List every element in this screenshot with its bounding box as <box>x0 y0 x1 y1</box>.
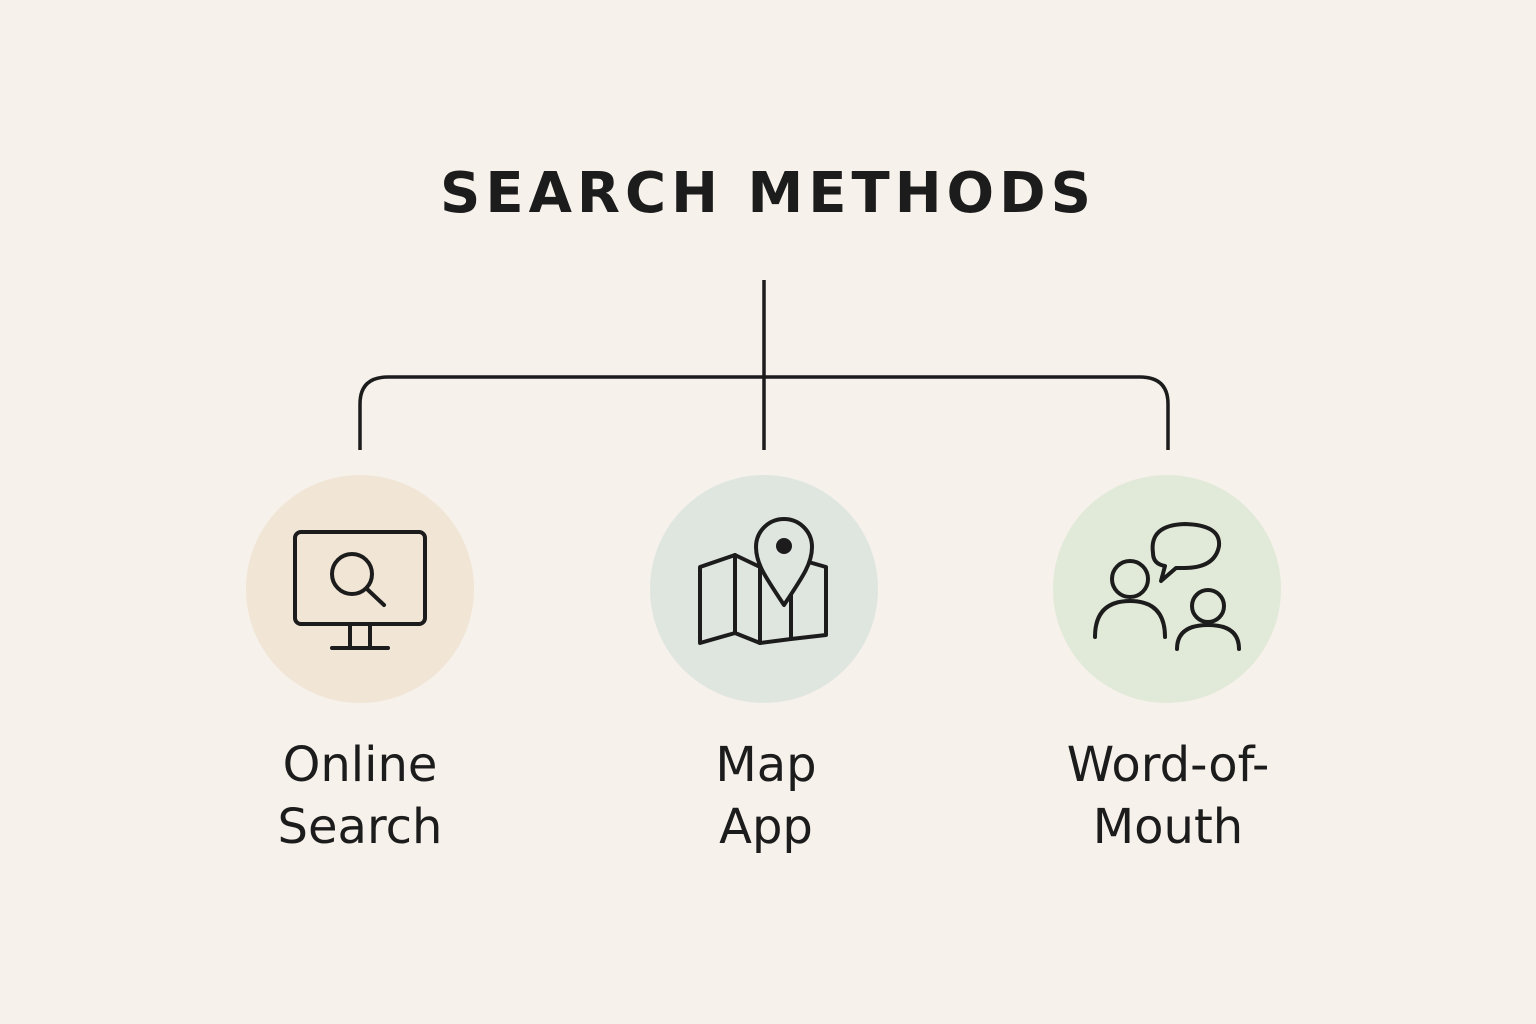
branch-line <box>358 375 1170 450</box>
node-label-map-app: Map App <box>606 734 926 858</box>
node-label-word-of-mouth: Word-of- Mouth <box>1008 734 1328 858</box>
map-pin-icon <box>698 517 828 645</box>
node-circle-map-app <box>650 475 878 703</box>
label-line: App <box>719 799 813 855</box>
node-circle-word-of-mouth <box>1053 475 1281 703</box>
label-line: Mouth <box>1092 799 1244 855</box>
diagram-title: SEARCH METHODS <box>440 161 1096 226</box>
label-line: Online <box>282 737 438 793</box>
monitor-search-icon <box>293 530 427 650</box>
label-line: Map <box>715 737 817 793</box>
node-label-online-search: Online Search <box>200 734 520 858</box>
people-speech-icon <box>1093 522 1241 651</box>
label-line: Search <box>277 799 443 855</box>
node-circle-online-search <box>246 475 474 703</box>
label-line: Word-of- <box>1066 737 1270 793</box>
